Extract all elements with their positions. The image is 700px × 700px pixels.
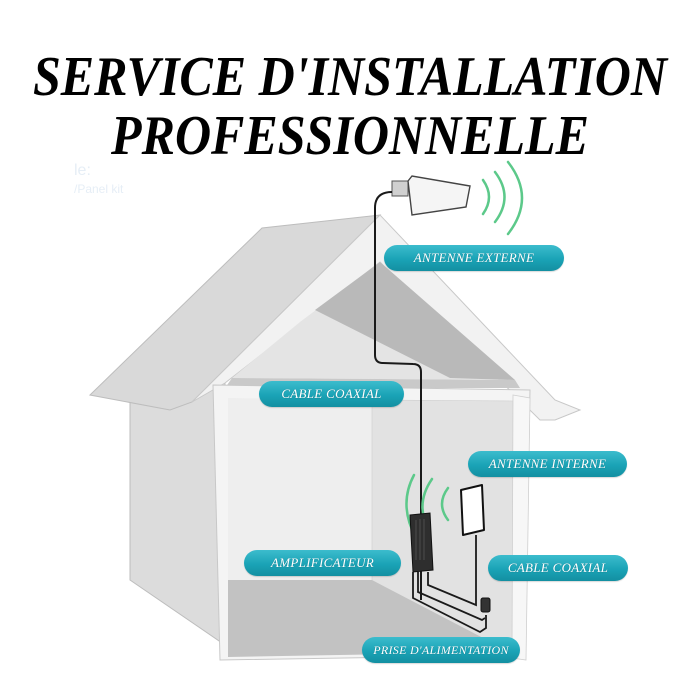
house-right-post xyxy=(511,394,531,661)
ghost-line-2: /Panel kit xyxy=(74,182,124,196)
ghost-watermark-text: le: /Panel kit xyxy=(74,162,123,198)
amplifier-device-icon xyxy=(409,512,434,573)
label-amplificateur: AMPLIFICATEUR xyxy=(244,550,401,576)
title-line-1: SERVICE D'INSTALLATION xyxy=(32,44,667,108)
title-line-2: PROFESSIONNELLE xyxy=(111,103,589,167)
label-cable-coaxial-bottom: CABLE COAXIAL xyxy=(488,555,628,581)
internal-antenna-icon xyxy=(460,484,485,536)
device-cables xyxy=(412,535,487,634)
label-antenne-externe: ANTENNE EXTERNE xyxy=(384,245,564,271)
label-antenne-interne: ANTENNE INTERNE xyxy=(468,451,627,477)
external-antenna-icon xyxy=(391,175,471,216)
power-plug-icon xyxy=(480,597,491,613)
label-prise-alimentation: PRISE D'ALIMENTATION xyxy=(362,637,520,663)
ghost-line-1: le: xyxy=(74,162,91,179)
coaxial-cable-path xyxy=(374,191,422,600)
external-signal-waves-icon xyxy=(481,160,524,236)
label-cable-coaxial-top: CABLE COAXIAL xyxy=(259,381,404,407)
attic-shadow xyxy=(315,262,515,380)
